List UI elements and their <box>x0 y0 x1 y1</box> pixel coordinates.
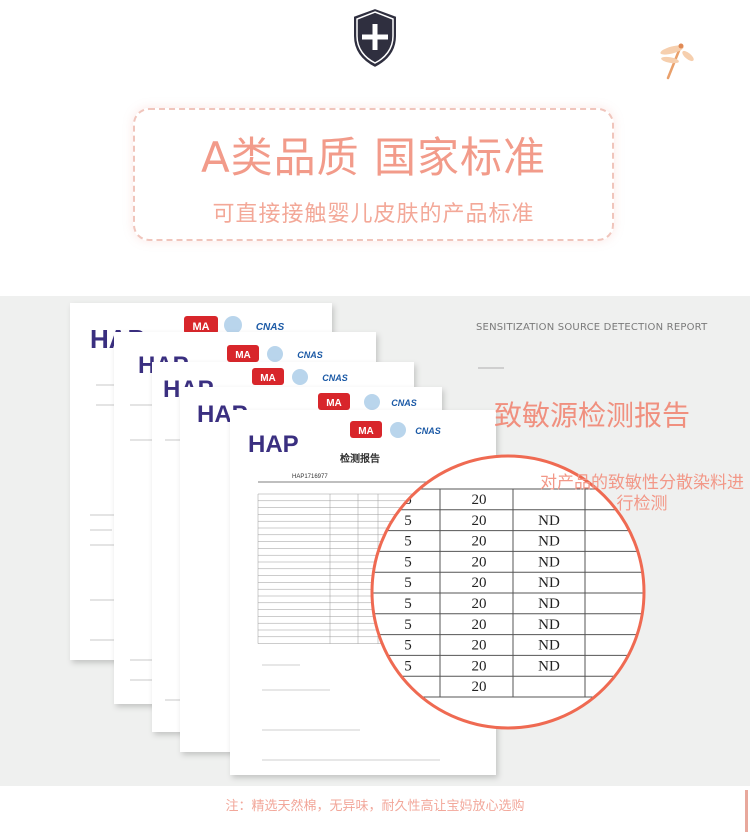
shield-plus-icon <box>352 6 398 70</box>
table-cell: 20 <box>472 513 487 529</box>
footer-note: 注：精选天然棉，无异味，耐久性高让宝妈放心选购 <box>225 799 525 814</box>
table-cell: ND <box>538 513 560 529</box>
dragonfly-icon <box>660 43 694 80</box>
report-number: HAP1716977 <box>292 474 328 480</box>
table-cell: 20 <box>472 658 487 674</box>
cnas-mark: CNAS <box>322 373 348 383</box>
hap-logo: HAP <box>248 431 299 458</box>
table-cell: ND <box>538 638 560 654</box>
report-caption-en: SENSITIZATION SOURCE DETECTION REPORT <box>476 322 708 333</box>
table-cell: 5 <box>404 575 412 591</box>
table-cell: 5 <box>404 658 412 674</box>
ma-mark: MA <box>260 373 276 384</box>
table-cell: 5 <box>404 638 412 654</box>
cnas-mark: CNAS <box>391 398 417 408</box>
edge-mark <box>745 790 748 832</box>
table-cell: 20 <box>472 534 487 550</box>
headline: A类品质 国家标准 <box>200 133 547 182</box>
ma-mark: MA <box>235 350 251 361</box>
ma-mark: MA <box>326 398 342 409</box>
report-title: 致敏源检测报告 <box>494 399 691 432</box>
table-cell: 5 <box>404 534 412 550</box>
table-cell: 5 <box>404 596 412 612</box>
table-cell: 20 <box>472 679 487 695</box>
table-cell: 5 <box>404 554 412 570</box>
table-cell: ND <box>538 554 560 570</box>
table-cell: 20 <box>472 554 487 570</box>
cnas-mark: CNAS <box>256 322 285 333</box>
table-cell: 20 <box>472 575 487 591</box>
report-documents: HAP MA CNAS HAP MA CNAS HAP MA CNAS <box>70 303 646 775</box>
table-cell: ND <box>538 596 560 612</box>
ma-mark: MA <box>358 426 374 437</box>
report-description: 对产品的致敏性分散染料进行检测 <box>540 473 744 514</box>
table-cell: 5 <box>404 617 412 633</box>
cnas-mark: CNAS <box>415 426 441 436</box>
doc-title: 检测报告 <box>340 452 380 465</box>
subheadline: 可直接接触婴儿皮肤的产品标准 <box>212 202 535 227</box>
table-cell: ND <box>538 658 560 674</box>
ma-mark: MA <box>192 321 209 333</box>
table-cell: 20 <box>472 638 487 654</box>
table-cell: 20 <box>472 617 487 633</box>
table-cell: ND <box>538 617 560 633</box>
caption-divider <box>478 367 504 369</box>
cnas-mark: CNAS <box>297 350 323 360</box>
table-cell: ND <box>538 534 560 550</box>
table-cell: 5 <box>404 513 412 529</box>
table-cell: 20 <box>472 492 487 508</box>
table-cell: ND <box>538 575 560 591</box>
table-cell: 20 <box>472 596 487 612</box>
title-frame <box>133 108 614 241</box>
